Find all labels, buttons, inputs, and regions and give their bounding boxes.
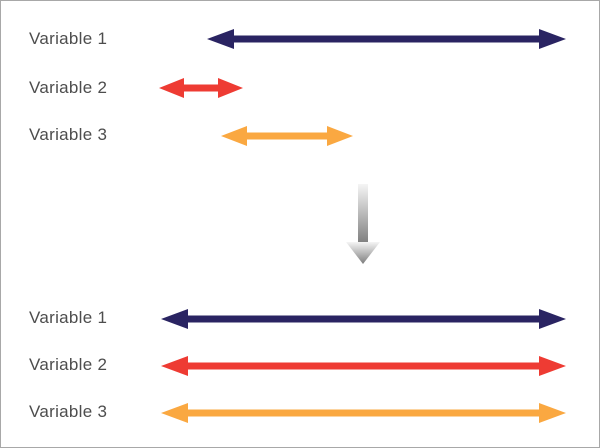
arrow-head-left-icon	[161, 309, 188, 329]
arrow-head-right-icon	[327, 126, 353, 146]
down-arrow-head	[346, 242, 380, 264]
arrow-head-left-icon	[159, 78, 184, 98]
before-double-arrow-variable-3	[221, 126, 353, 146]
arrow-head-left-icon	[161, 356, 188, 376]
arrow-head-left-icon	[207, 29, 234, 49]
arrow-head-left-icon	[221, 126, 247, 146]
arrow-head-right-icon	[539, 309, 566, 329]
after-label-variable-1: Variable 1	[29, 308, 108, 327]
arrow-head-right-icon	[218, 78, 243, 98]
after-double-arrow-variable-2	[161, 356, 566, 376]
down-arrow-shaft	[358, 184, 368, 244]
arrow-head-left-icon	[161, 403, 188, 423]
after-double-arrow-variable-3	[161, 403, 566, 423]
before-label-variable-1: Variable 1	[29, 29, 108, 48]
after-label-variable-3: Variable 3	[29, 402, 108, 421]
before-double-arrow-variable-2	[159, 78, 243, 98]
arrow-head-right-icon	[539, 29, 566, 49]
before-label-variable-3: Variable 3	[29, 125, 108, 144]
before-label-variable-2: Variable 2	[29, 78, 108, 97]
arrow-head-right-icon	[539, 356, 566, 376]
transform-down-arrow-icon	[346, 184, 380, 264]
after-label-variable-2: Variable 2	[29, 355, 108, 374]
after-double-arrow-variable-1	[161, 309, 566, 329]
arrow-head-right-icon	[539, 403, 566, 423]
before-double-arrow-variable-1	[207, 29, 566, 49]
